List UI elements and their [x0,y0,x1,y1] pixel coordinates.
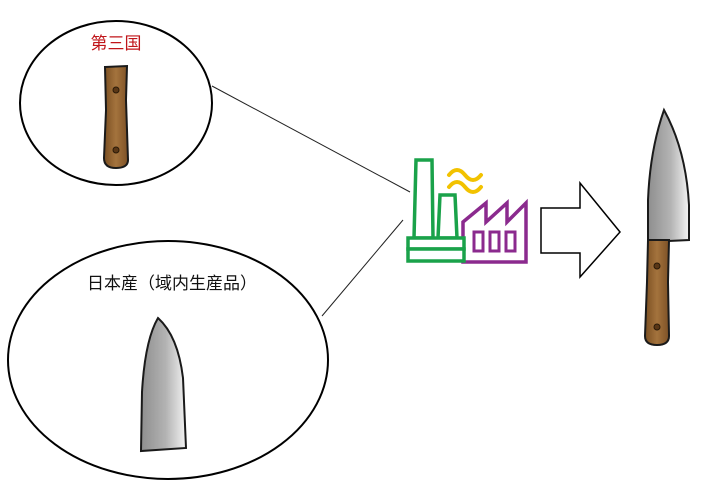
third-country-group: 第三国 [19,20,213,186]
domestic-group: 日本産（域内生産品） [7,240,329,480]
knife-handle-icon [102,64,130,170]
factory-icon [406,158,528,264]
third-country-label: 第三国 [91,34,142,54]
smoke-icon [447,168,483,182]
domestic-label: 日本産（域内生産品） [87,274,257,294]
connector-line-third-country [211,85,411,193]
knife-blade-icon [139,316,188,453]
right-arrow-icon [540,180,621,279]
kitchen-knife-icon [643,107,690,347]
connector-line-domestic [321,219,404,317]
